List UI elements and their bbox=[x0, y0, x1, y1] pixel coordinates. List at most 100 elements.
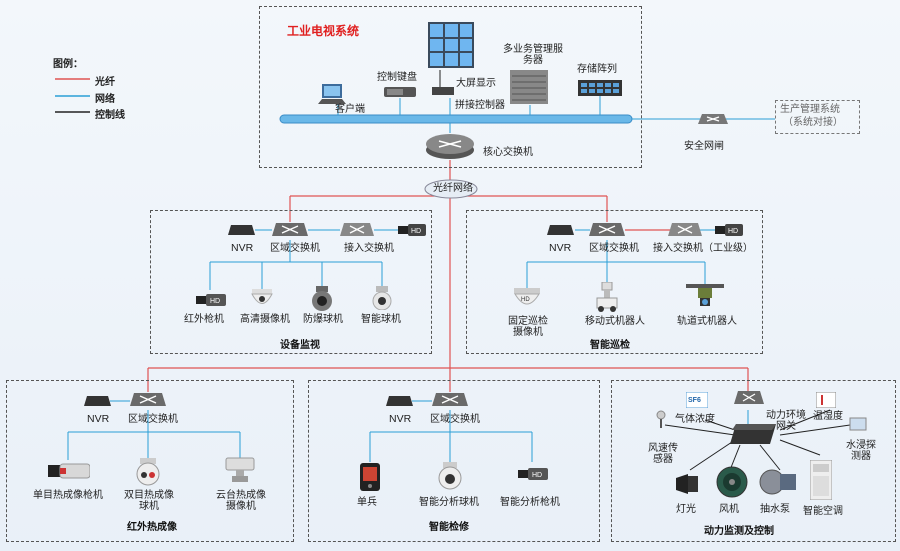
monitor-cam-3-label: 智能球机 bbox=[361, 314, 401, 325]
keyboard-label: 控制键盘 bbox=[377, 72, 417, 83]
monitor-cam-1-label: 高清摄像机 bbox=[240, 314, 290, 325]
light-icon bbox=[674, 472, 700, 496]
power-title: 动力监测及控制 bbox=[704, 526, 774, 537]
fixed-patrol-camera-icon: HD bbox=[514, 288, 540, 310]
thermal-title: 红外热成像 bbox=[127, 522, 177, 533]
patrol-area-switch-icon bbox=[589, 220, 625, 240]
rail-robot-icon bbox=[686, 282, 724, 310]
monitor-area-switch-label: 区域交换机 bbox=[270, 243, 320, 254]
smart-ac-icon bbox=[810, 460, 832, 500]
power-gateway-icon bbox=[730, 422, 776, 446]
temp-humidity-sensor-icon bbox=[816, 392, 836, 408]
pump-label: 抽水泵 bbox=[760, 504, 790, 515]
fan-label: 风机 bbox=[719, 504, 739, 515]
patrol-box bbox=[466, 210, 763, 354]
thermal-cam-2-label: 云台热成像摄像机 bbox=[216, 490, 266, 512]
patrol-cam-0-label: 固定巡检摄像机 bbox=[508, 316, 548, 338]
temp-humidity-label: 温湿度 bbox=[813, 411, 843, 422]
fan-icon bbox=[716, 466, 748, 498]
monitor-nvr-label: NVR bbox=[231, 242, 254, 254]
maintain-cam-2-label: 智能分析枪机 bbox=[500, 497, 560, 508]
patrol-access-switch-icon bbox=[668, 220, 702, 240]
legend-network-label: 网络 bbox=[95, 94, 115, 105]
smart-analysis-bullet-icon: HD bbox=[518, 466, 548, 482]
industrial-tv-title: 工业电视系统 bbox=[287, 24, 360, 38]
mobile-robot-icon bbox=[594, 282, 620, 312]
gas-concentration-label: 气体浓度 bbox=[675, 414, 715, 425]
sf6-gas-sensor-icon bbox=[686, 392, 708, 408]
section-network-lines bbox=[67, 229, 749, 462]
patrol-area-switch-label: 区域交换机 bbox=[589, 243, 639, 254]
nvr-icon bbox=[547, 223, 574, 237]
monitor-area-switch-icon bbox=[272, 220, 308, 240]
patrol-access-switch-label: 接入交换机（工业级） bbox=[653, 243, 753, 254]
smart-analysis-dome-icon bbox=[437, 462, 463, 490]
thermal-cam-0-label: 单目热成像枪机 bbox=[33, 490, 103, 501]
storage-icon bbox=[578, 80, 622, 96]
storage-label: 存储阵列 bbox=[577, 64, 617, 75]
wind-sensor-label: 风速传感器 bbox=[648, 443, 678, 465]
monitor-cam-0-label: 红外枪机 bbox=[184, 314, 224, 325]
splicer-icon bbox=[432, 86, 454, 96]
sf6-badge: SF6 bbox=[688, 397, 701, 404]
thermal-cam-1-label: 双目热成像球机 bbox=[124, 490, 174, 512]
core-switch-label: 核心交换机 bbox=[483, 147, 533, 158]
light-label: 灯光 bbox=[676, 504, 696, 515]
thermal-area-switch-label: 区域交换机 bbox=[128, 414, 178, 425]
maintain-area-switch-icon bbox=[432, 390, 468, 410]
legend-fiber-label: 光纤 bbox=[95, 77, 115, 88]
svg-text:HD: HD bbox=[210, 298, 220, 305]
monitor-title: 设备监视 bbox=[280, 340, 320, 351]
maintain-box bbox=[308, 380, 600, 542]
prod-system-label: 生产管理系统 bbox=[780, 104, 840, 115]
patrol-nvr-label: NVR bbox=[549, 242, 572, 254]
explosion-proof-dome-icon bbox=[310, 286, 334, 312]
monitor-cam-2-label: 防爆球机 bbox=[303, 314, 343, 325]
pump-icon bbox=[758, 466, 798, 498]
ptz-thermal-camera-icon bbox=[222, 456, 258, 484]
client-label: 客户端 bbox=[335, 104, 365, 115]
patrol-title: 智能巡检 bbox=[590, 340, 630, 351]
water-sensor-label: 水浸探测器 bbox=[846, 440, 876, 462]
body-worn-device-icon bbox=[360, 463, 380, 491]
smart-dome-camera-icon bbox=[370, 286, 394, 310]
svg-text:HD: HD bbox=[521, 297, 530, 303]
nvr-icon bbox=[386, 394, 413, 408]
monitor-access-switch-icon bbox=[340, 220, 374, 240]
prod-system-box bbox=[775, 100, 860, 134]
server-icon bbox=[510, 70, 548, 104]
water-sensor-icon bbox=[848, 416, 868, 432]
monitor-access-switch-label: 接入交换机 bbox=[344, 243, 394, 254]
hd-camera-icon: HD bbox=[398, 223, 426, 237]
keyboard-icon bbox=[384, 86, 416, 98]
thermal-box bbox=[6, 380, 294, 542]
video-wall-icon bbox=[428, 22, 474, 68]
power-switch-icon bbox=[734, 388, 764, 408]
hd-camera-icon: HD bbox=[715, 223, 743, 237]
svg-text:HD: HD bbox=[411, 228, 421, 235]
client-pc-icon bbox=[318, 84, 346, 106]
firewall-icon bbox=[698, 108, 728, 130]
svg-text:HD: HD bbox=[532, 472, 542, 479]
control-lines bbox=[664, 409, 851, 471]
industrial-tv-box bbox=[259, 6, 642, 168]
patrol-cam-1-label: 移动式机器人 bbox=[585, 316, 645, 327]
hd-dome-camera-icon bbox=[250, 289, 274, 311]
maintain-nvr-label: NVR bbox=[389, 413, 412, 425]
splicer-label: 拼接控制器 bbox=[455, 100, 505, 111]
dual-thermal-dome-icon bbox=[135, 458, 161, 486]
prod-system-sublabel: （系统对接） bbox=[783, 117, 843, 128]
server-label: 多业务管理服务器 bbox=[503, 44, 563, 66]
maintain-cam-1-label: 智能分析球机 bbox=[419, 497, 479, 508]
monitor-box bbox=[150, 210, 432, 354]
fiber-cloud-label: 光纤网络 bbox=[433, 183, 473, 194]
smart-ac-label: 智能空调 bbox=[803, 506, 843, 517]
power-gateway-label: 动力环境网关 bbox=[766, 410, 806, 432]
maintain-title: 智能检修 bbox=[429, 522, 469, 533]
ir-bullet-camera-icon: HD bbox=[196, 292, 226, 308]
core-switch-icon bbox=[425, 130, 475, 160]
patrol-cam-2-label: 轨道式机器人 bbox=[677, 316, 737, 327]
svg-text:HD: HD bbox=[728, 228, 738, 235]
video-wall-label: 大屏显示 bbox=[456, 78, 496, 89]
maintain-cam-0-label: 单兵 bbox=[357, 497, 377, 508]
